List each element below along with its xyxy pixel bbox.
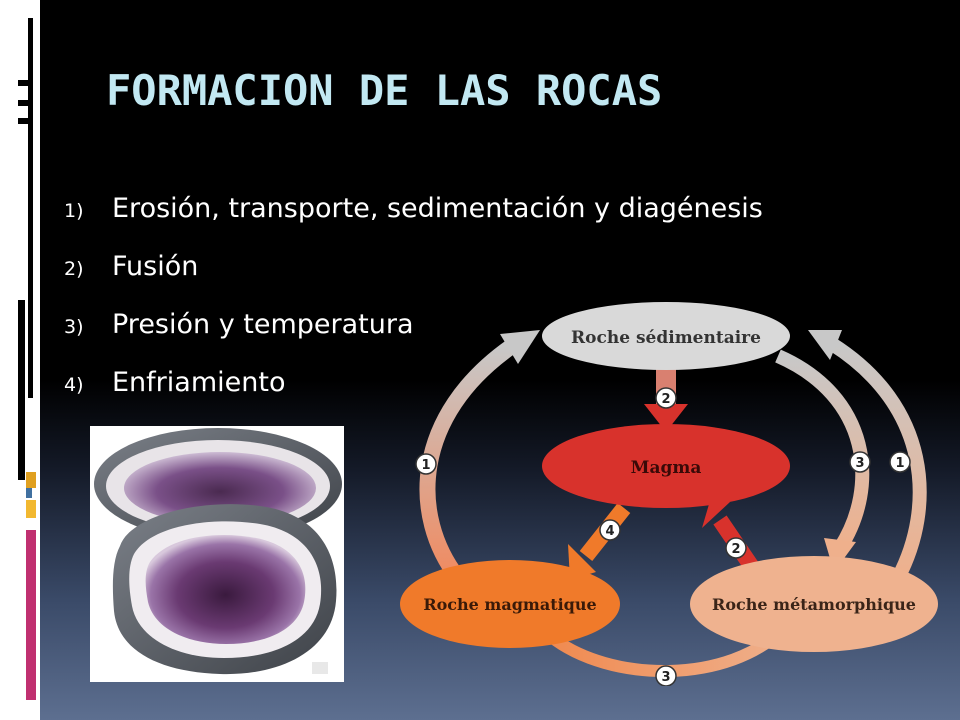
step-number: 2) xyxy=(64,258,84,280)
node-label-igneous: Roche magmatique xyxy=(423,595,596,614)
badge-number: 1 xyxy=(895,456,904,471)
decor-stripe xyxy=(26,488,32,498)
decor-stripe xyxy=(18,118,28,124)
step-item: 4) Enfriamiento xyxy=(64,367,763,425)
decor-stripe xyxy=(26,472,36,488)
badge-magma-to-igneous: 4 xyxy=(599,519,621,541)
badge-igneous-to-sed: 1 xyxy=(415,453,437,475)
decor-stripe xyxy=(18,100,28,106)
arrow-igneous-to-sedimentary xyxy=(419,330,540,583)
arrow-metamorphic-to-magma xyxy=(702,494,761,575)
badge-sed-to-magma: 2 xyxy=(655,387,677,409)
steps-list: 1) Erosión, transporte, sedimentación y … xyxy=(64,193,763,425)
decor-stripe xyxy=(18,80,28,86)
node-magma: Magma xyxy=(542,424,790,508)
node-label-sedimentary: Roche sédimentaire xyxy=(571,328,761,348)
geode-photo xyxy=(90,426,344,682)
geode-front-half xyxy=(112,504,337,675)
step-number: 3) xyxy=(64,316,84,338)
badge-number: 2 xyxy=(661,392,670,407)
decor-stripe xyxy=(18,300,25,480)
badge-number: 2 xyxy=(731,542,740,557)
step-text: Fusión xyxy=(112,251,199,282)
badge-number: 4 xyxy=(605,524,614,539)
arrow-metamorphic-to-sedimentary xyxy=(808,330,927,582)
node-sedimentary: Roche sédimentaire xyxy=(542,302,790,370)
step-text: Enfriamiento xyxy=(112,367,286,398)
decor-stripe xyxy=(26,530,36,700)
watermark-glyph xyxy=(312,662,328,674)
slide-title: FORMACION DE LAS ROCAS xyxy=(106,66,663,115)
badge-number: 1 xyxy=(421,458,430,473)
node-metamorphic: Roche métamorphique xyxy=(690,556,938,652)
step-text: Erosión, transporte, sedimentación y dia… xyxy=(112,193,763,224)
badge-sed-to-meta: 3 xyxy=(849,451,871,473)
step-text: Presión y temperatura xyxy=(112,309,414,340)
badge-number: 3 xyxy=(661,670,670,685)
step-number: 1) xyxy=(64,200,84,222)
node-label-magma: Magma xyxy=(631,458,702,478)
node-igneous: Roche magmatique xyxy=(400,560,620,648)
step-number: 4) xyxy=(64,374,84,396)
node-label-metamorphic: Roche métamorphique xyxy=(712,595,916,614)
step-item: 1) Erosión, transporte, sedimentación y … xyxy=(64,193,763,251)
rock-cycle-diagram: Roche sédimentaire Magma Roche magmatiqu… xyxy=(400,302,938,686)
decor-stripe xyxy=(28,18,33,398)
badge-igneous-to-meta: 3 xyxy=(655,665,677,686)
badge-meta-to-magma: 2 xyxy=(725,537,747,559)
badge-meta-to-sed: 1 xyxy=(889,451,911,473)
badge-number: 3 xyxy=(855,456,864,471)
step-item: 2) Fusión xyxy=(64,251,763,309)
step-item: 3) Presión y temperatura xyxy=(64,309,763,367)
decor-stripe xyxy=(26,500,36,518)
